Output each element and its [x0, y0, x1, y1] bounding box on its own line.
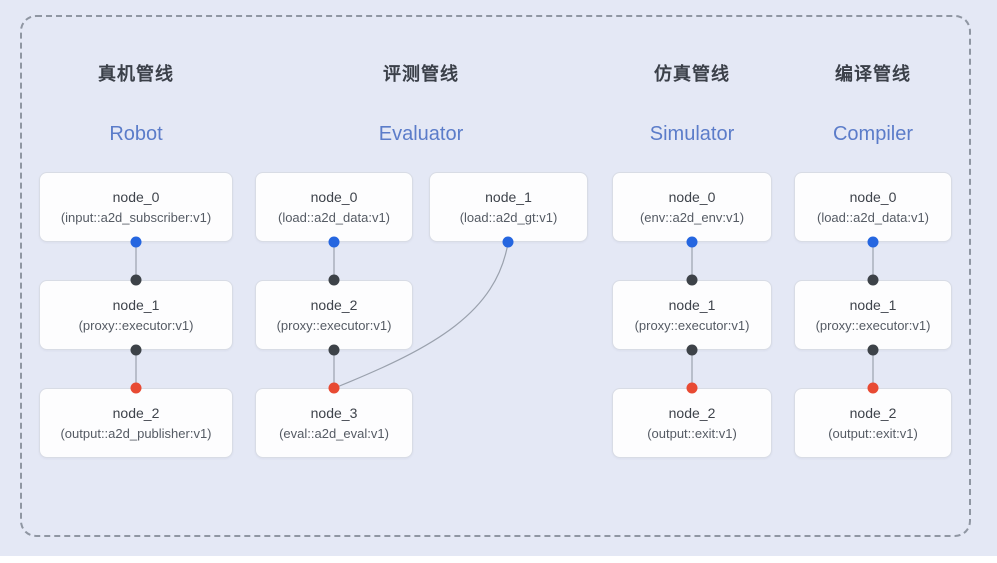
port-dot-dark: [328, 274, 340, 286]
pipeline-simulator-title-zh: 仿真管线: [654, 64, 730, 84]
port-dot-blue: [328, 236, 340, 248]
pipeline-robot-title-zh: 真机管线: [98, 64, 174, 84]
dashed-border-frame: [20, 15, 971, 537]
node-impl: (output::a2d_publisher:v1): [60, 426, 212, 441]
evaluator-node-0-card: node_0 (load::a2d_data:v1): [255, 172, 413, 242]
evaluator-node-3-card: node_3 (eval::a2d_eval:v1): [255, 388, 413, 458]
pipeline-compiler-name-en: Compiler: [832, 123, 914, 145]
pipeline-evaluator-name-en: Evaluator: [378, 123, 464, 145]
node-title: node_2: [668, 405, 716, 421]
port-dot-red: [130, 382, 142, 394]
node-title: node_1: [485, 189, 532, 205]
simulator-node-0-card: node_0 (env::a2d_env:v1): [612, 172, 772, 242]
port-dot-dark: [130, 274, 142, 286]
node-impl: (output::exit:v1): [647, 426, 737, 441]
simulator-node-2-card: node_2 (output::exit:v1): [612, 388, 772, 458]
port-dot-dark: [686, 344, 698, 356]
node-impl: (input::a2d_subscriber:v1): [60, 210, 212, 225]
port-dot-blue: [130, 236, 142, 248]
node-title: node_0: [849, 189, 897, 205]
node-title: node_1: [668, 297, 716, 313]
port-dot-dark: [867, 274, 879, 286]
node-title: node_2: [112, 405, 160, 421]
node-title: node_0: [668, 189, 716, 205]
node-title: node_0: [112, 189, 160, 205]
node-title: node_2: [310, 297, 358, 313]
port-dot-dark: [328, 344, 340, 356]
node-impl: (load::a2d_data:v1): [277, 210, 391, 225]
node-title: node_3: [310, 405, 358, 421]
node-impl: (output::exit:v1): [828, 426, 918, 441]
evaluator-node-1-card: node_1 (load::a2d_gt:v1): [429, 172, 588, 242]
port-dot-dark: [686, 274, 698, 286]
node-title: node_2: [849, 405, 897, 421]
node-title: node_1: [849, 297, 897, 313]
node-impl: (env::a2d_env:v1): [639, 210, 745, 225]
compiler-node-1-card: node_1 (proxy::executor:v1): [794, 280, 952, 350]
simulator-node-1-card: node_1 (proxy::executor:v1): [612, 280, 772, 350]
node-impl: (proxy::executor:v1): [276, 318, 392, 333]
node-impl: (proxy::executor:v1): [78, 318, 194, 333]
node-impl: (proxy::executor:v1): [815, 318, 931, 333]
pipeline-compiler-title-zh: 编译管线: [835, 64, 911, 84]
edge-evaluator-1-3-curve: [336, 242, 509, 388]
node-title: node_0: [310, 189, 358, 205]
port-dot-dark: [867, 344, 879, 356]
port-dot-red: [867, 382, 879, 394]
node-impl: (load::a2d_gt:v1): [459, 210, 558, 225]
port-dot-red: [686, 382, 698, 394]
pipeline-robot-name-en: Robot: [109, 123, 163, 145]
port-dot-blue: [502, 236, 514, 248]
robot-node-2-card: node_2 (output::a2d_publisher:v1): [39, 388, 233, 458]
node-impl: (load::a2d_data:v1): [816, 210, 930, 225]
port-dot-dark: [130, 344, 142, 356]
port-dot-blue: [686, 236, 698, 248]
node-impl: (eval::a2d_eval:v1): [279, 426, 389, 441]
pipeline-simulator-name-en: Simulator: [649, 123, 735, 145]
robot-node-0-card: node_0 (input::a2d_subscriber:v1): [39, 172, 233, 242]
port-dot-blue: [867, 236, 879, 248]
node-title: node_1: [112, 297, 160, 313]
evaluator-node-2-card: node_2 (proxy::executor:v1): [255, 280, 413, 350]
compiler-node-0-card: node_0 (load::a2d_data:v1): [794, 172, 952, 242]
port-dot-red: [328, 382, 340, 394]
pipeline-evaluator-title-zh: 评测管线: [383, 64, 459, 84]
node-impl: (proxy::executor:v1): [634, 318, 750, 333]
compiler-node-2-card: node_2 (output::exit:v1): [794, 388, 952, 458]
robot-node-1-card: node_1 (proxy::executor:v1): [39, 280, 233, 350]
